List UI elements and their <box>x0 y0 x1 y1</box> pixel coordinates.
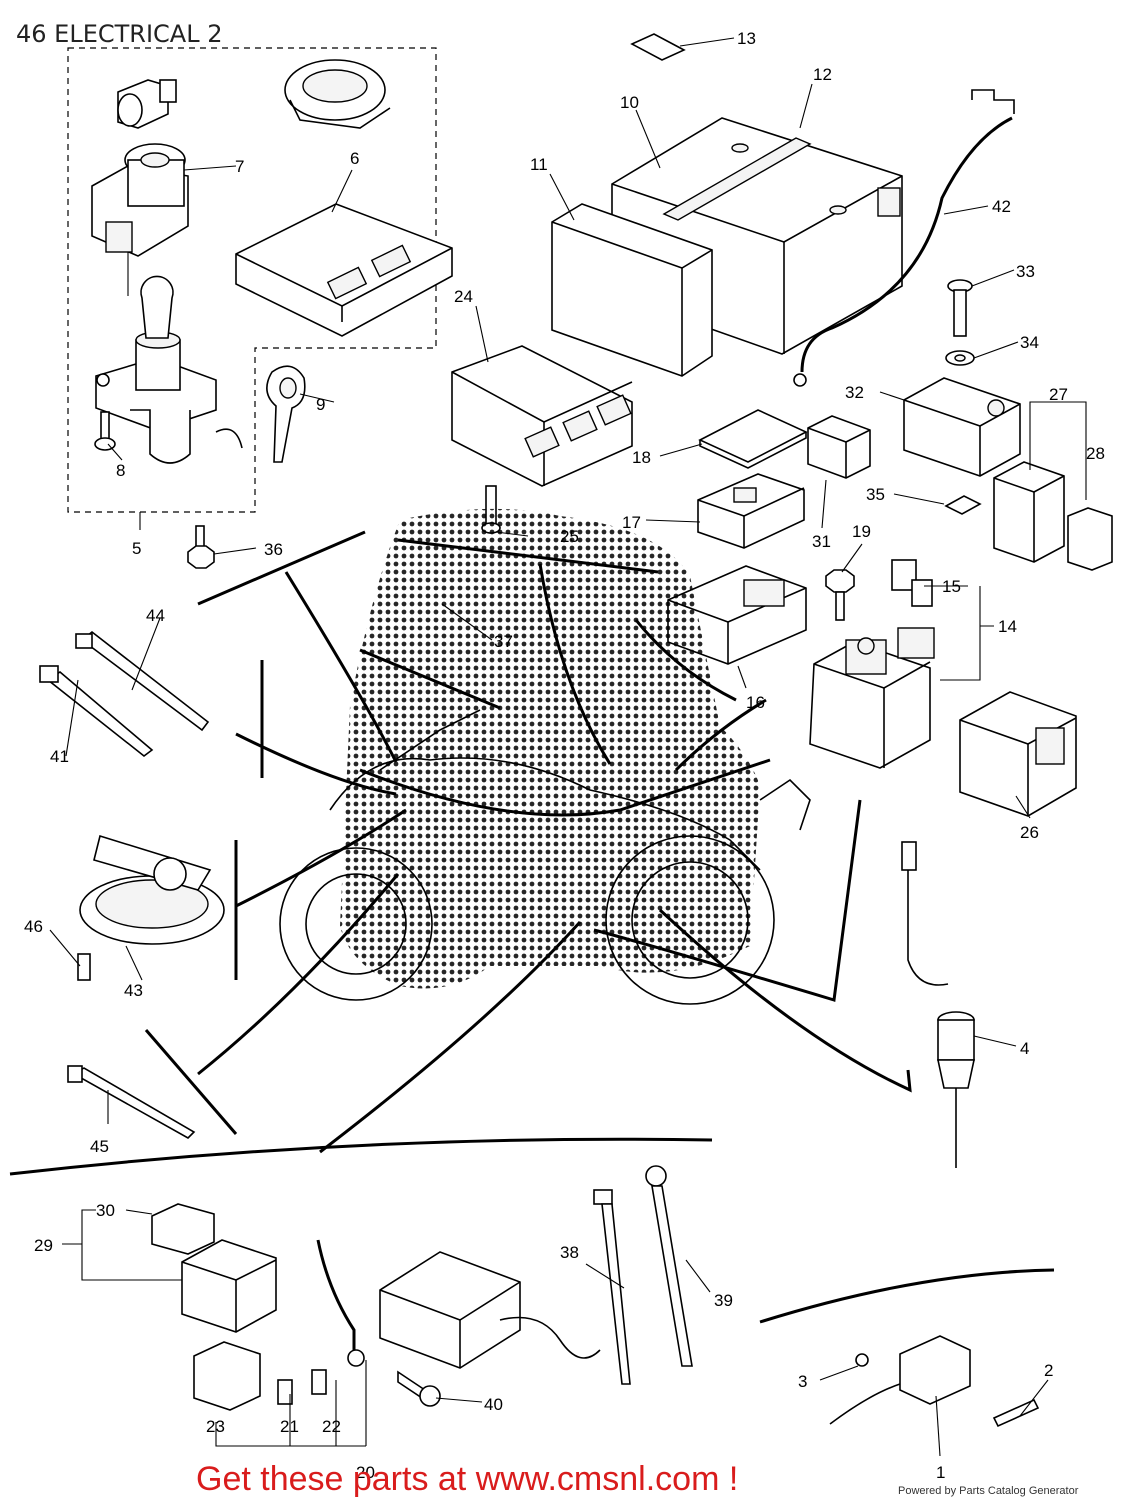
callout-43: 43 <box>124 981 143 1000</box>
connector-23-part <box>193 1341 261 1411</box>
callout-37: 37 <box>494 632 513 651</box>
relay-26-part <box>959 691 1077 817</box>
callout-30: 30 <box>96 1201 115 1220</box>
fuse-22-part <box>311 1369 327 1395</box>
connector-28-part <box>1067 507 1113 571</box>
fuse-box-part <box>379 1251 601 1369</box>
battery-lead-42-part <box>793 89 1015 387</box>
callout-41: 41 <box>50 747 69 766</box>
fuse-15-part <box>891 559 933 607</box>
fuel-cap-part <box>284 59 391 129</box>
relay-32-part <box>903 377 1021 477</box>
tie-band-45-part <box>67 1065 196 1139</box>
tie-band-44-part <box>75 630 210 732</box>
callout-46: 46 <box>24 917 43 936</box>
powered-by-credit: Powered by Parts Catalog Generator <box>898 1485 1079 1497</box>
callout-39: 39 <box>714 1291 733 1310</box>
callout-22: 22 <box>322 1417 341 1436</box>
fuse-21-part <box>277 1379 293 1405</box>
callout-31: 31 <box>812 532 831 551</box>
callout-24: 24 <box>454 287 473 306</box>
leader-lines <box>9 530 1055 1324</box>
key-part <box>266 365 306 463</box>
callout-15: 15 <box>942 577 961 596</box>
callout-11: 11 <box>530 155 548 174</box>
battery-pad-part <box>551 203 713 377</box>
tie-band-38-part <box>593 1189 631 1385</box>
main-switch-part <box>95 275 243 464</box>
tie-band-41-part <box>39 665 154 758</box>
callout-5: 5 <box>132 539 141 558</box>
battery-cover-13-part <box>630 33 686 61</box>
bolt-8-part <box>94 411 116 451</box>
callout-3: 3 <box>798 1372 807 1391</box>
callout-21: 21 <box>280 1417 299 1436</box>
callout-12: 12 <box>813 65 832 84</box>
connector-31-part <box>807 415 871 479</box>
bolt-19-part <box>825 569 855 621</box>
starter-relay-14-part <box>809 627 935 769</box>
callout-6: 6 <box>350 149 359 168</box>
diagram-title: 46 ELECTRICAL 2 <box>16 20 222 48</box>
callout-10: 10 <box>620 93 639 112</box>
callout-4: 4 <box>1020 1039 1029 1058</box>
sensor-4-part <box>901 841 975 1168</box>
bolt-36-part <box>187 525 215 569</box>
bolt-40-part <box>397 1370 441 1407</box>
callout-7: 7 <box>235 157 244 176</box>
callout-16: 16 <box>746 693 765 712</box>
callout-25: 25 <box>560 527 579 546</box>
callout-18: 18 <box>632 448 651 467</box>
bolt-33-part <box>947 279 973 337</box>
callout-38: 38 <box>560 1243 579 1262</box>
tie-band-39-part <box>645 1165 693 1367</box>
ecu-part <box>235 203 453 337</box>
callout-29: 29 <box>34 1236 53 1255</box>
callout-44: 44 <box>146 606 165 625</box>
motorcycle-outline <box>279 508 811 1005</box>
callout-40: 40 <box>484 1395 503 1414</box>
callout-19: 19 <box>852 522 871 541</box>
callout-36: 36 <box>264 540 283 559</box>
callout-35: 35 <box>866 485 885 504</box>
callout-27: 27 <box>1049 385 1068 404</box>
callout-17: 17 <box>622 513 641 532</box>
connector-30-part <box>151 1203 215 1255</box>
callout-34: 34 <box>1020 333 1039 352</box>
earth-lead-part <box>316 1239 365 1367</box>
callout-20: 20 <box>356 1463 375 1482</box>
bracket-35-part <box>944 495 982 515</box>
callout-leaders <box>49 37 1087 1457</box>
callout-26: 26 <box>1020 823 1039 842</box>
callout-1: 1 <box>936 1463 945 1482</box>
control-unit-24-part <box>451 345 633 487</box>
plate-18-part <box>698 409 808 469</box>
callout-32: 32 <box>845 383 864 402</box>
lock-set-dashed-box <box>67 47 437 530</box>
callout-numbers: 13 12 10 11 42 33 34 32 27 28 35 6 7 24 … <box>24 29 1105 1482</box>
callout-33: 33 <box>1016 262 1035 281</box>
steering-lock-part <box>91 143 189 296</box>
cover-17-part <box>697 473 805 549</box>
callout-8: 8 <box>116 461 125 480</box>
screw-2-part <box>992 1398 1040 1428</box>
switch-1-part <box>829 1335 971 1425</box>
callout-45: 45 <box>90 1137 109 1156</box>
callout-2: 2 <box>1044 1361 1053 1380</box>
screw-46-part <box>77 953 91 981</box>
callout-9: 9 <box>316 395 325 414</box>
seat-lock-part <box>117 79 177 129</box>
callout-42: 42 <box>992 197 1011 216</box>
callout-13: 13 <box>737 29 756 48</box>
callout-23: 23 <box>206 1417 225 1436</box>
promo-link[interactable]: Get these parts at www.cmsnl.com ! <box>196 1460 738 1498</box>
washer-34-part <box>945 350 975 366</box>
connector-27-part <box>993 461 1065 563</box>
callout-28: 28 <box>1086 444 1105 463</box>
connector-29-part <box>181 1239 277 1333</box>
horn-43-part <box>79 834 225 945</box>
callout-14: 14 <box>998 617 1017 636</box>
